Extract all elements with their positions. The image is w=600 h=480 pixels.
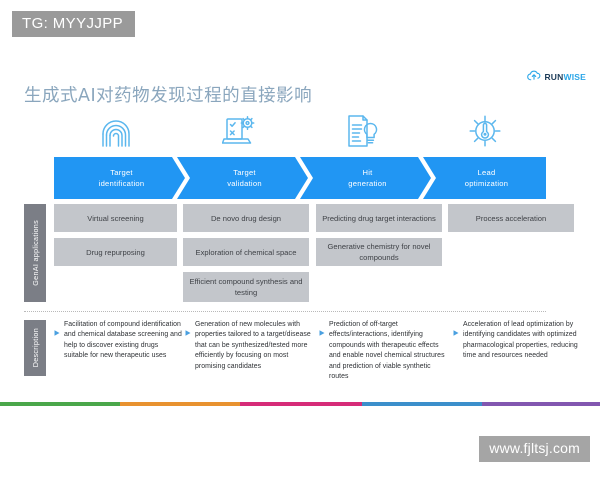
- application-box[interactable]: De novo drug design: [183, 204, 309, 232]
- description-column-4: Acceleration of lead optimization by ide…: [453, 320, 581, 362]
- row-label-genai-applications: GenAI applications: [24, 204, 46, 302]
- application-box[interactable]: Exploration of chemical space: [183, 238, 309, 266]
- application-box[interactable]: Generative chemistry for novel compounds: [316, 238, 442, 266]
- description-text: Acceleration of lead optimization by ide…: [463, 321, 578, 360]
- stage-arrow-hit-generation[interactable]: Hit generation: [300, 157, 431, 199]
- application-box[interactable]: Efficient compound synthesis and testing: [183, 272, 309, 302]
- applications-grid: Virtual screening Drug repurposing De no…: [54, 204, 574, 304]
- triangle-bullet-icon: [54, 323, 60, 362]
- color-bar-segment-orange: [120, 402, 240, 406]
- color-bar-segment-green: [0, 402, 120, 406]
- application-box[interactable]: Process acceleration: [448, 204, 574, 232]
- application-box[interactable]: Virtual screening: [54, 204, 177, 232]
- application-box[interactable]: Drug repurposing: [54, 238, 177, 266]
- stage-icon-cell-1: [54, 110, 177, 156]
- brand-name-run: RUN: [544, 71, 564, 82]
- stage-arrow-banner: Target identification Target validation …: [54, 157, 546, 199]
- color-bar-segment-blue: [362, 402, 482, 406]
- stage-label-line2: identification: [98, 179, 145, 188]
- triangle-bullet-icon: [453, 323, 459, 362]
- triangle-bullet-icon: [185, 323, 191, 373]
- stage-icon-cell-3: [300, 110, 423, 156]
- gear-thermometer-icon: [468, 114, 502, 153]
- stage-label-line1: Lead: [477, 168, 496, 177]
- stage-arrow-target-validation[interactable]: Target validation: [177, 157, 308, 199]
- row-label-description: Description: [24, 320, 46, 376]
- description-column-1: Facilitation of compound identification …: [54, 320, 182, 362]
- description-text: Prediction of off-target effects/interac…: [329, 321, 445, 381]
- cloud-arrow-icon: [527, 68, 541, 86]
- description-column-2: Generation of new molecules with propert…: [185, 320, 313, 372]
- laptop-checklist-gear-icon: [221, 115, 256, 152]
- stage-label-line2: validation: [227, 179, 262, 188]
- description-column-3: Prediction of off-target effects/interac…: [319, 320, 447, 383]
- application-box[interactable]: Predicting drug target interactions: [316, 204, 442, 232]
- site-watermark: www.fjltsj.com: [479, 436, 590, 462]
- color-bar-segment-purple: [482, 402, 600, 406]
- description-text: Facilitation of compound identification …: [64, 321, 182, 360]
- row-label-text: Description: [30, 328, 40, 368]
- page-title: 生成式AI对药物发现过程的直接影响: [24, 86, 313, 106]
- footer-color-bar: [0, 402, 600, 406]
- section-divider: [24, 311, 546, 312]
- stage-label-line1: Target: [110, 168, 133, 177]
- stage-label-line1: Hit: [362, 168, 373, 177]
- stage-icon-row: [54, 110, 546, 156]
- stage-label-line1: Target: [233, 168, 256, 177]
- stage-icon-cell-2: [177, 110, 300, 156]
- stage-arrow-lead-optimization[interactable]: Lead optimization: [423, 157, 546, 199]
- stage-arrow-target-identification[interactable]: Target identification: [54, 157, 185, 199]
- stage-label-line2: generation: [348, 179, 387, 188]
- fingerprint-icon: [101, 114, 131, 153]
- stage-label-line2: optimization: [464, 179, 509, 188]
- description-text: Generation of new molecules with propert…: [195, 321, 311, 370]
- stage-icon-cell-4: [423, 110, 546, 156]
- tg-overlay-tag: TG: MYYJJPP: [12, 11, 136, 38]
- document-lightbulb-icon: [346, 114, 378, 153]
- triangle-bullet-icon: [319, 323, 325, 383]
- brand-name-wise: WISE: [563, 71, 586, 82]
- descriptions-row: Facilitation of compound identification …: [54, 320, 578, 390]
- brand-logo: RUNWISE: [527, 68, 586, 86]
- color-bar-segment-pink: [240, 402, 362, 406]
- row-label-text: GenAI applications: [30, 220, 40, 286]
